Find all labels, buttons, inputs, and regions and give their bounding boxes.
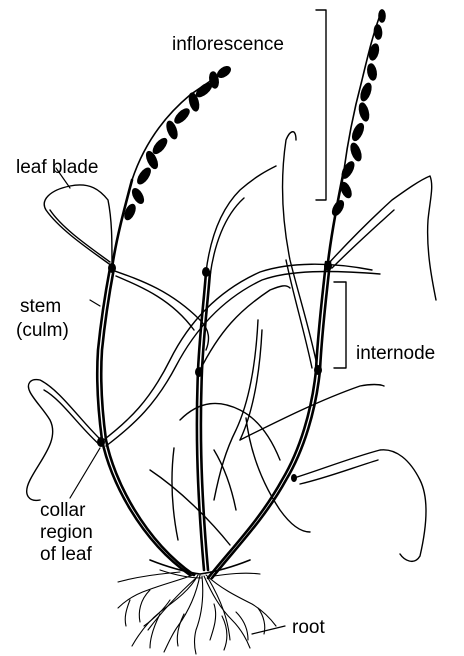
label-culm: (culm) — [16, 320, 69, 341]
label-leaf-blade: leaf blade — [16, 157, 98, 178]
label-of-leaf: of leaf — [40, 544, 92, 565]
label-collar: collar — [40, 500, 85, 521]
left-inflorescence — [123, 65, 232, 221]
label-region: region — [40, 522, 93, 543]
label-root: root — [292, 617, 325, 638]
internode-bracket — [334, 282, 346, 368]
right-inflorescence — [331, 10, 385, 217]
roots — [118, 560, 276, 654]
label-inflorescence: inflorescence — [172, 34, 284, 55]
inflorescence-bracket — [316, 10, 326, 200]
label-internode: internode — [356, 343, 435, 364]
stems — [97, 170, 344, 578]
label-stem: stem — [20, 296, 61, 317]
